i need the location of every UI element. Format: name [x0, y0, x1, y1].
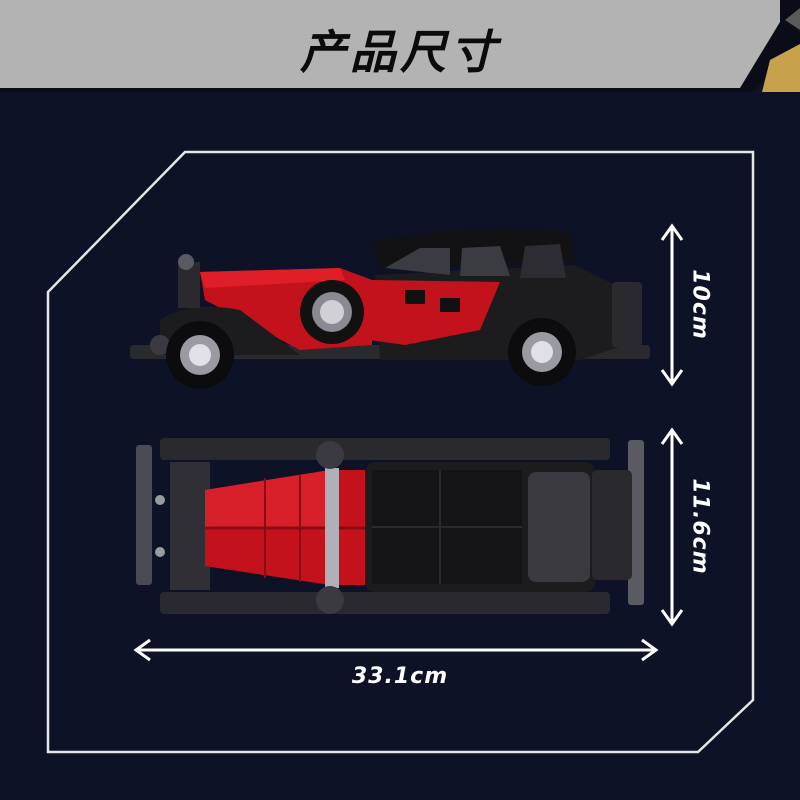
car-side-view-image — [130, 228, 650, 389]
length-arrow — [133, 638, 659, 662]
height-label: 10cm — [687, 269, 713, 340]
length-label: 33.1cm — [351, 664, 449, 689]
accent-stripe — [785, 8, 800, 30]
car-top-view-image — [136, 438, 644, 614]
width-label: 11.6cm — [687, 478, 713, 575]
height-arrow — [660, 223, 684, 387]
width-arrow — [660, 427, 684, 627]
dimension-frame — [46, 150, 755, 754]
page-title: 产品尺寸 — [300, 25, 500, 79]
accent-corner — [762, 44, 800, 92]
title-banner — [0, 0, 780, 88]
